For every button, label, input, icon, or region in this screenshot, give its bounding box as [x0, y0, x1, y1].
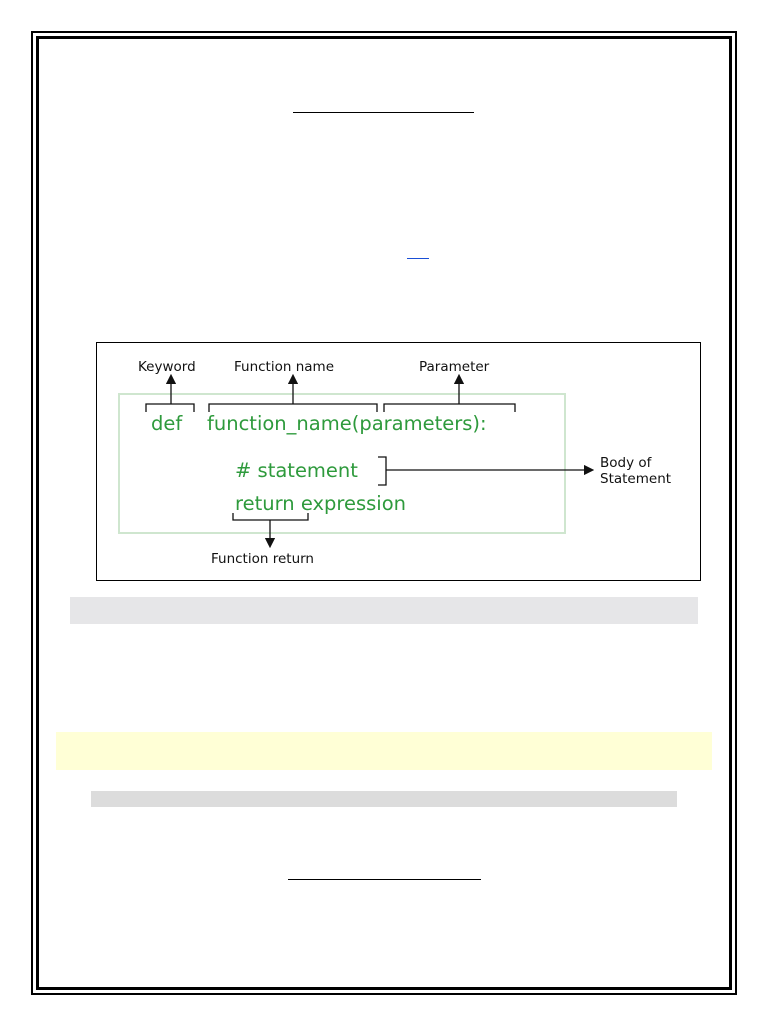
keyword-bracket	[145, 403, 195, 412]
page-border-outer	[31, 31, 737, 995]
body-label-line2: Statement	[600, 471, 671, 487]
heading-underline-top	[293, 112, 474, 113]
code-signature: function_name(parameters):	[207, 412, 487, 435]
body-bracket	[378, 456, 387, 486]
function-syntax-diagram: Keyword Function name Parameter def func…	[96, 342, 701, 581]
page-border-inner	[36, 36, 732, 990]
highlight-band-grey-secondary	[91, 791, 677, 807]
highlight-band-grey	[70, 597, 698, 624]
parameter-label: Parameter	[419, 359, 490, 375]
function-name-label: Function name	[234, 359, 334, 375]
parameter-bracket	[383, 403, 516, 412]
hyperlink-underline[interactable]	[407, 258, 429, 259]
function-return-label: Function return	[211, 551, 314, 567]
body-label-line1: Body of	[600, 455, 653, 471]
code-box	[118, 393, 566, 534]
code-return: return expression	[235, 492, 406, 515]
diagram-canvas: Keyword Function name Parameter def func…	[118, 359, 671, 567]
code-def-keyword: def	[151, 412, 183, 435]
heading-underline-bottom	[288, 879, 481, 880]
keyword-label: Keyword	[138, 359, 196, 375]
highlight-band-yellow	[56, 732, 712, 770]
code-statement: # statement	[235, 459, 358, 482]
function-name-bracket	[208, 403, 378, 412]
